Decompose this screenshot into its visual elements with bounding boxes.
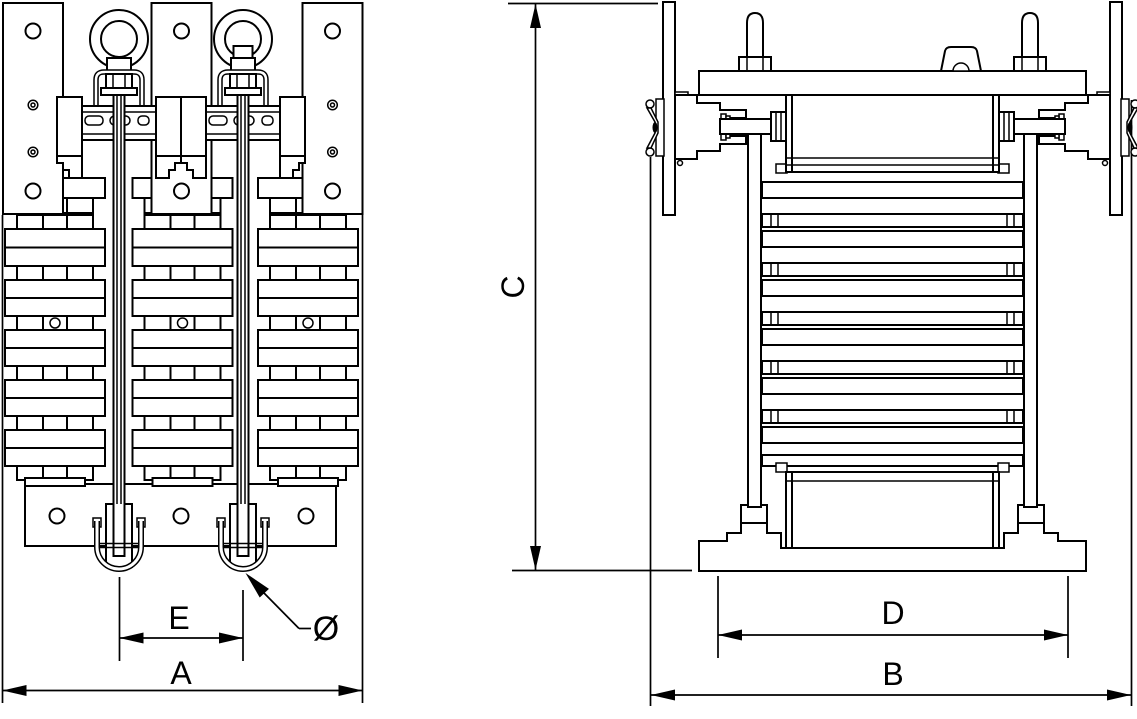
eye-bolt-left (738, 12, 772, 72)
tie-rod-left (747, 132, 762, 508)
dimension-a: A (1, 215, 364, 703)
bolt-head (232, 45, 254, 59)
dim-label-diameter: Ø (313, 610, 339, 648)
base-hole (172, 507, 190, 525)
dim-label-b: B (882, 656, 903, 692)
dim-label-c: C (495, 275, 531, 298)
core-top-yoke (775, 94, 1010, 174)
base-channel (698, 522, 1087, 572)
core-bottom-yoke (775, 462, 1010, 549)
dimension-e: E (118, 577, 244, 661)
winding-columns (4, 177, 359, 487)
busbar-edge-left (662, 1, 676, 216)
base-hole (297, 507, 315, 525)
eye-bolt-right (1013, 12, 1047, 72)
lifting-lug (939, 46, 983, 72)
callout-diameter: Ø (240, 568, 339, 648)
top-frame (698, 70, 1087, 96)
tie-rod-right (1023, 132, 1038, 508)
side-view: C (495, 1, 1137, 706)
front-view: E A Ø (1, 2, 364, 703)
winding-stack-side (761, 181, 1024, 467)
dim-label-e: E (168, 600, 189, 636)
dim-label-a: A (170, 655, 192, 691)
dimension-d: D (717, 576, 1069, 658)
dimension-c: C (495, 2, 692, 572)
busbar-edge-right (1109, 1, 1123, 216)
dimension-b: B (651, 656, 1131, 701)
terminal-clamp-right (181, 10, 305, 569)
base-plate (24, 483, 337, 547)
dim-label-d: D (881, 595, 904, 631)
base-hole (48, 507, 66, 525)
